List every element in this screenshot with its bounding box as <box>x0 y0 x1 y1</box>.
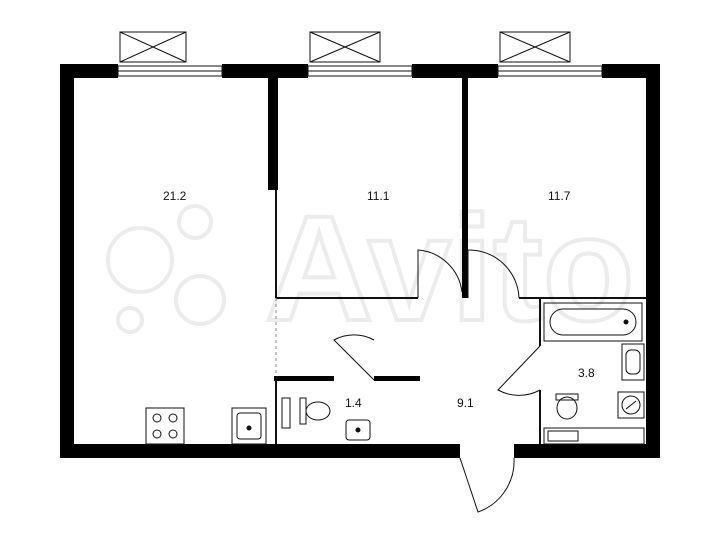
watermark-text: Avito <box>265 184 634 352</box>
sink-icon <box>231 407 267 445</box>
bathtub-icon <box>543 302 643 342</box>
kitchen-fixtures <box>145 407 267 445</box>
window-icon <box>497 31 603 77</box>
interior-walls <box>268 78 646 444</box>
room-area-bedroom-center: 11.1 <box>367 189 390 203</box>
door-swing-icon <box>497 345 541 396</box>
toilet-fixtures <box>281 397 371 441</box>
door-swing-icon <box>467 249 520 299</box>
door-swing-icon <box>333 334 375 381</box>
watermark-logo-icon <box>116 306 144 334</box>
doors <box>333 249 541 513</box>
room-area-bedroom-right: 11.7 <box>548 189 571 203</box>
outer-walls <box>60 64 660 458</box>
toilet-icon <box>555 393 579 420</box>
room-labels: 21.2 11.1 11.7 3.8 1.4 9.1 <box>163 189 595 410</box>
watermark-logo-icon <box>106 226 174 294</box>
bathroom-fixtures <box>543 302 645 445</box>
watermark-logo-icon <box>177 204 213 240</box>
room-area-bathroom: 3.8 <box>578 366 595 380</box>
sink-icon <box>345 419 371 441</box>
window-icon <box>117 31 223 77</box>
shelf-icon <box>281 397 291 429</box>
watermark-logo-icon <box>174 274 226 326</box>
door-swing-icon <box>459 457 515 513</box>
door-swing-icon <box>417 249 463 298</box>
watermark: Avito <box>106 182 636 354</box>
sink-icon <box>621 343 645 381</box>
washer-icon <box>617 391 645 419</box>
toilet-icon <box>299 397 331 425</box>
stove-icon <box>145 407 185 445</box>
room-area-living-kitchen: 21.2 <box>163 189 187 203</box>
counter-sink-icon <box>547 430 579 442</box>
room-area-hallway: 9.1 <box>457 396 474 410</box>
windows <box>117 31 603 77</box>
window-icon <box>307 31 413 77</box>
room-area-toilet: 1.4 <box>345 396 362 410</box>
cabinet-icon <box>543 427 645 445</box>
